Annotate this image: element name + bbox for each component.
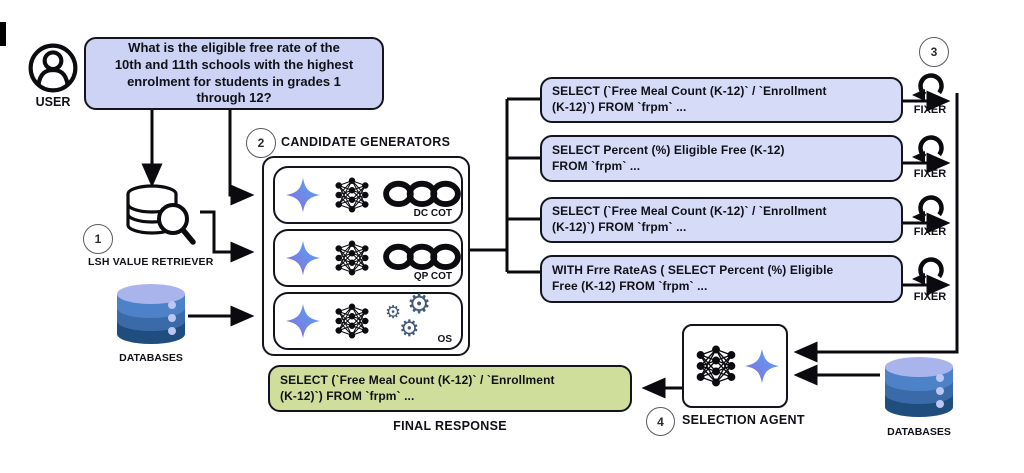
lsh-retriever-icon [126,184,196,245]
gemini-sparkle-icon [285,303,321,339]
generator-qp-cot: QP COT [273,229,463,287]
user-question-box: What is the eligible free rate of the 10… [84,37,384,110]
candidate-sql-2: SELECT Percent (%) Eligible Free (K-12) … [540,135,903,182]
candidate-generators-title: CANDIDATE GENERATORS [281,135,451,149]
gemini-sparkle-icon [285,177,321,213]
databases-right-icon [885,357,953,417]
fixer-loop-icon [912,135,944,163]
step-2-badge: 2 [246,128,276,158]
step-4-badge: 4 [646,407,675,436]
step-1-badge: 1 [83,224,113,254]
fixer-label-2: FIXER [913,168,947,180]
databases-left-label: DATABASES [119,352,183,364]
step-3-badge: 3 [919,37,949,67]
generator-dc-cot: DC COT [273,166,463,224]
fixer-loop-icon [912,73,944,101]
gemini-sparkle-icon [744,348,779,384]
user-icon [28,43,78,93]
gear-icon: ⚙ [385,302,402,322]
fixer-label-4: FIXER [913,291,947,303]
user-label: USER [35,95,71,109]
fixer-label-3: FIXER [913,226,947,238]
generator-label: DC COT [413,208,452,219]
final-response-box: SELECT (`Free Meal Count (K-12)` / `Enro… [268,365,632,412]
gears-icon: ⚙ ⚙ ⚙ [383,291,445,347]
selection-agent-box [682,324,788,408]
databases-left-icon [117,284,185,344]
candidate-sql-1: SELECT (`Free Meal Count (K-12)` / `Enro… [540,77,903,123]
edge-artifact [0,22,6,46]
databases-right-label: DATABASES [887,426,951,438]
neural-net-icon [335,303,369,339]
fixer-loop-icon [912,257,944,285]
chain-icon [383,180,461,208]
candidate-sql-4: WITH Frre RateAS ( SELECT Percent (%) El… [540,255,903,303]
final-response-label: FINAL RESPONSE [393,419,507,433]
fixer-loop-icon [912,195,944,223]
gear-icon: ⚙ [407,289,432,319]
neural-net-icon [335,240,369,276]
chain-icon [383,243,461,271]
generator-label: QP COT [413,271,452,282]
gemini-sparkle-icon [285,240,321,276]
fixer-label-1: FIXER [913,104,947,116]
generator-label: OS [437,334,452,345]
neural-net-icon [696,345,735,387]
candidate-generators-box: DC COT [262,156,470,356]
neural-net-icon [335,177,369,213]
generator-os: ⚙ ⚙ ⚙ OS [273,291,463,350]
lsh-retriever-label: LSH VALUE RETRIEVER [88,256,214,268]
candidate-sql-3: SELECT (`Free Meal Count (K-12)` / `Enro… [540,197,903,243]
selection-agent-label: SELECTION AGENT [682,413,805,427]
gear-icon: ⚙ [399,315,420,341]
